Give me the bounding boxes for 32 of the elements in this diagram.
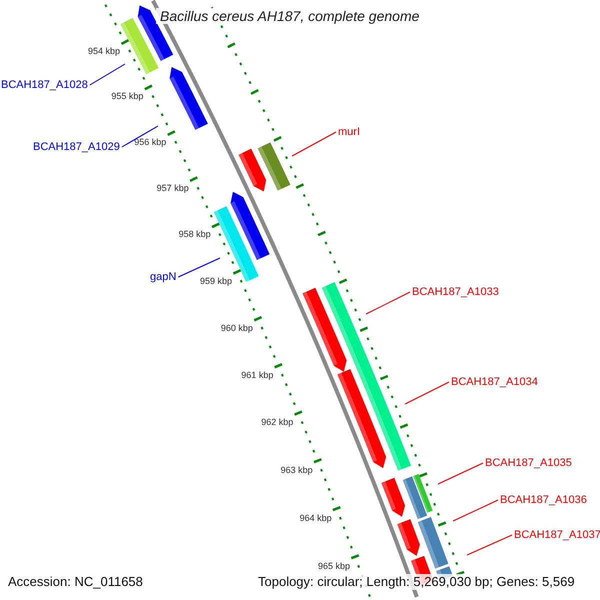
gene-label: BCAH187_A1035: [485, 456, 572, 470]
leader-line: [452, 500, 498, 522]
leader-line: [178, 258, 220, 278]
leader-line: [466, 534, 512, 556]
gene-label: gapN: [150, 270, 176, 284]
tick-label: 960 kbp: [220, 322, 253, 334]
leader-line: [89, 64, 126, 86]
tick-label: 956 kbp: [134, 137, 166, 148]
tick-label: 963 kbp: [280, 464, 313, 476]
caption-text: Accession: NC_011658: [8, 574, 143, 590]
tick-label: 954 kbp: [88, 46, 120, 57]
tick-label: 958 kbp: [178, 229, 211, 240]
tick-label: 955 kbp: [111, 91, 144, 102]
tick-label: 961 kbp: [241, 370, 274, 381]
gene-label: BCAH187_A1033: [412, 285, 499, 299]
tick-label: 965 kbp: [318, 560, 350, 572]
gene-label: BCAH187_A1029: [33, 140, 120, 154]
gene-label: BCAH187_A1036: [500, 493, 587, 507]
leader-line: [404, 382, 450, 404]
leader-line: [438, 462, 484, 484]
gene-label: BCAH187_A1037: [514, 528, 600, 542]
gene-label: murI: [338, 125, 360, 139]
gene-label: BCAH187_A1034: [451, 375, 538, 389]
tick-label: 959 kbp: [200, 276, 232, 287]
gene-label: BCAH187_A1028: [1, 78, 88, 92]
tick-label: 964 kbp: [300, 512, 332, 524]
leader-line: [121, 126, 158, 148]
leader-line: [292, 132, 336, 156]
caption-text: Topology: circular; Length: 5,269,030 bp; Genes: 5,569: [258, 574, 575, 590]
leader-line: [366, 292, 410, 314]
tick-label: 957 kbp: [156, 183, 189, 194]
tick-label: 962 kbp: [261, 417, 294, 428]
